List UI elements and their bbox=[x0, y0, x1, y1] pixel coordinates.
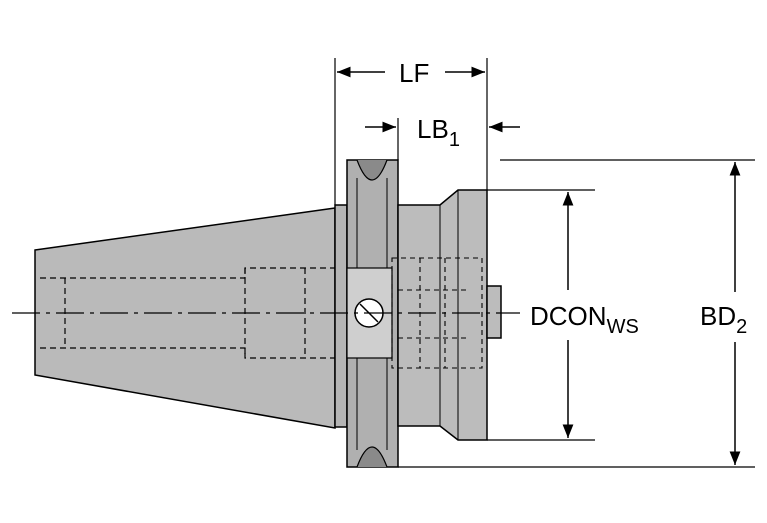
dcon-ws-label: DCONWS bbox=[530, 301, 639, 338]
front-body bbox=[397, 189, 488, 441]
taper-shank bbox=[34, 207, 336, 429]
flange-back bbox=[334, 204, 348, 428]
lb1-label: LB1 bbox=[417, 114, 460, 151]
bd2-label: BD2 bbox=[700, 301, 747, 338]
lf-label: LF bbox=[399, 58, 429, 88]
v-groove-shape bbox=[356, 159, 388, 468]
front-spigot bbox=[486, 285, 502, 339]
